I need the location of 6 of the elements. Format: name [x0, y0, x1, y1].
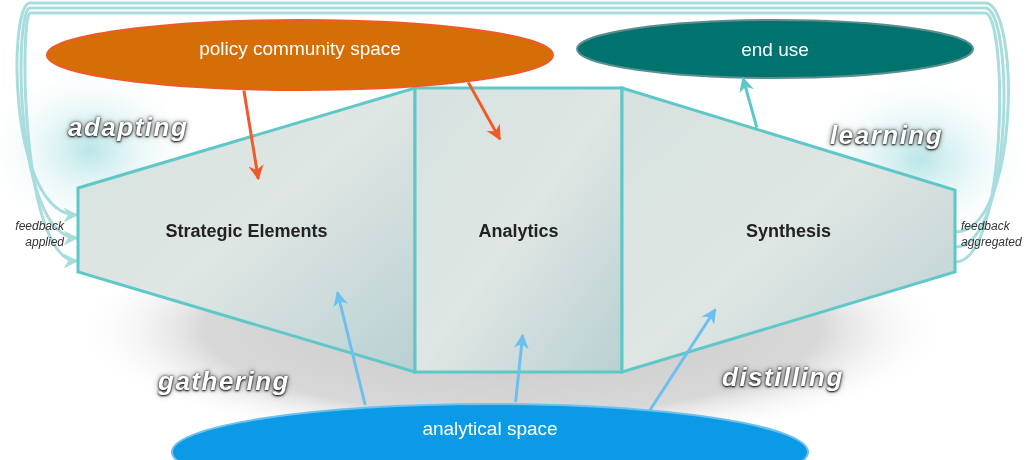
space-label: analytical space	[422, 418, 558, 440]
process-word: distilling	[722, 362, 844, 393]
process-word: gathering	[158, 366, 290, 397]
arrow	[648, 308, 717, 411]
arrow	[513, 333, 529, 403]
arrow	[333, 291, 367, 406]
